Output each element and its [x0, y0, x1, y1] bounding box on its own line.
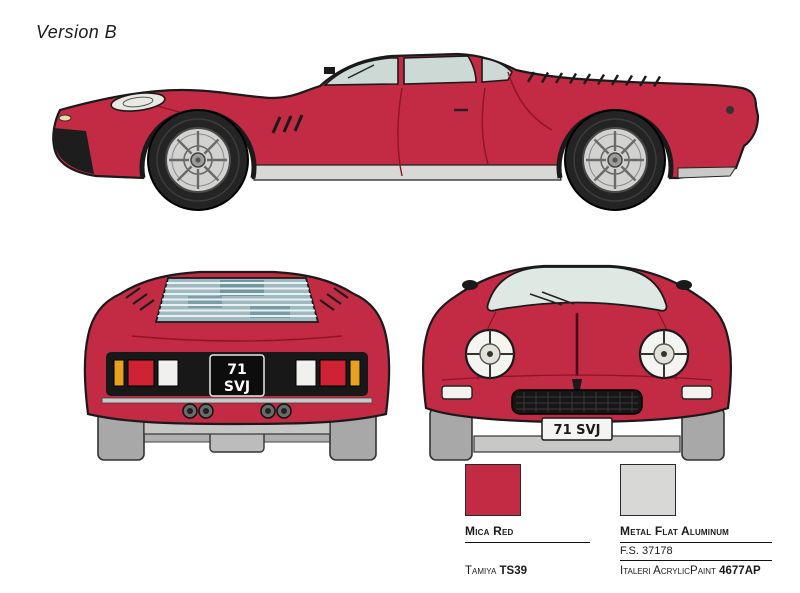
paint-swatch-metal-flat-aluminum	[620, 464, 676, 516]
windshield-wipers	[529, 291, 575, 306]
front-marker-light	[58, 114, 72, 122]
taillight-right	[295, 359, 361, 387]
windshield-wiper	[347, 64, 375, 79]
rear-shoulder-vents	[125, 287, 349, 311]
tail-badge	[726, 106, 734, 114]
front-license-plate: 71 SVJ	[541, 417, 613, 441]
paint-brand-prefix: Tamiya	[465, 565, 500, 577]
version-title: Version B	[36, 22, 117, 42]
front-grille	[511, 389, 643, 415]
headlight	[110, 92, 166, 112]
rear-wheel	[563, 108, 667, 212]
paint-brand-code: 4677AP	[719, 565, 761, 577]
paint-label-metal-flat-aluminum: Metal Flat Aluminum F.S. 37178 Italeri A…	[620, 524, 772, 578]
right-turn-signal	[681, 385, 713, 400]
right-mirror	[676, 280, 692, 290]
rear-bumper	[101, 397, 373, 404]
side-view-illustration	[52, 52, 760, 212]
paint-fs-code: F.S. 37178	[620, 545, 673, 557]
paint-label-mica-red: Mica Red Tamiya TS39	[465, 524, 590, 578]
door-mirror	[324, 67, 335, 74]
door-glass	[403, 55, 477, 85]
paint-brand-code: TS39	[499, 565, 528, 577]
quarter-glass	[481, 57, 513, 83]
rear-plate-line1: 71	[227, 362, 246, 378]
rear-license-plate: 71 SVJ	[209, 354, 265, 397]
exhaust-pipes	[182, 403, 292, 419]
front-view-illustration: 71 SVJ	[421, 264, 733, 461]
fender-vents	[271, 114, 304, 134]
side-sill-aluminum	[253, 164, 562, 181]
rear-deck-crease	[131, 335, 343, 342]
taillight-left	[113, 359, 179, 387]
side-rear-valance	[677, 166, 737, 179]
front-plate-text: 71 SVJ	[554, 423, 601, 438]
paint-fs-code	[465, 543, 590, 560]
rear-plate-line2: SVJ	[224, 379, 250, 395]
left-mirror	[462, 280, 478, 290]
rear-window-louvers	[154, 277, 320, 323]
right-headlight	[638, 328, 690, 380]
paint-name: Mica Red	[465, 524, 590, 543]
side-front-airdam	[54, 128, 94, 174]
paint-swatch-mica-red	[465, 464, 521, 516]
front-wheel	[146, 108, 250, 212]
front-running-gear	[429, 407, 725, 461]
left-headlight	[464, 328, 516, 380]
front-windshield	[486, 266, 668, 312]
paint-brand-prefix: Italeri AcrylicPaint	[620, 565, 720, 577]
paint-brand: Tamiya TS39	[465, 560, 590, 578]
rear-view-illustration: 71 SVJ	[83, 270, 391, 461]
left-turn-signal	[441, 385, 473, 400]
side-windows	[322, 55, 513, 86]
engine-deck-louvers	[526, 71, 662, 88]
paint-name: Metal Flat Aluminum	[620, 524, 772, 543]
hood-badge	[572, 379, 582, 390]
paint-brand: Italeri AcrylicPaint 4677AP	[620, 560, 772, 578]
